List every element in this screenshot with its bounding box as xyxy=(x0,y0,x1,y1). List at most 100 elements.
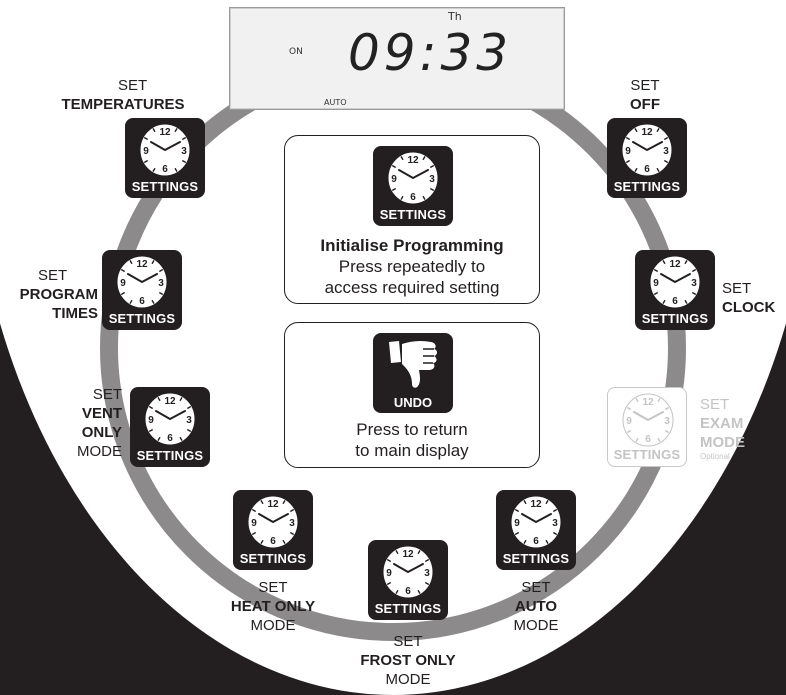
svg-text:3: 3 xyxy=(289,518,295,529)
label-clock: SET CLOCK xyxy=(722,279,784,317)
day-indicator: Th xyxy=(448,10,462,23)
svg-text:3: 3 xyxy=(186,415,192,426)
label-heat-only: SET HEAT ONLY MODE xyxy=(213,578,333,635)
init-line-1: Press repeatedly to xyxy=(338,257,486,276)
svg-text:6: 6 xyxy=(410,192,416,203)
label-suffix: MODE xyxy=(250,617,296,634)
init-title: Initialise Programming xyxy=(320,236,504,255)
settings-label: SETTINGS xyxy=(108,311,176,326)
svg-text:3: 3 xyxy=(663,146,669,157)
label-suffix: MODE xyxy=(513,617,559,634)
label-name: TEMPERATURES xyxy=(61,96,185,113)
svg-text:9: 9 xyxy=(514,518,520,529)
label-name: EXAM xyxy=(700,415,744,432)
svg-text:9: 9 xyxy=(120,278,126,289)
lcd-display: Th ON 09:33 AUTO xyxy=(229,7,565,110)
label-name: MODE xyxy=(700,434,745,451)
svg-text:6: 6 xyxy=(533,536,539,547)
svg-text:12: 12 xyxy=(407,155,419,166)
svg-text:3: 3 xyxy=(429,174,435,185)
label-suffix: MODE xyxy=(385,671,431,688)
clock-icon: 12 3 6 9 xyxy=(382,545,434,599)
init-line-2: access required setting xyxy=(324,278,500,297)
svg-text:9: 9 xyxy=(625,146,631,157)
label-name: AUTO xyxy=(514,598,558,615)
svg-text:9: 9 xyxy=(626,416,632,427)
svg-text:6: 6 xyxy=(405,586,411,597)
svg-text:9: 9 xyxy=(391,174,397,185)
svg-text:3: 3 xyxy=(158,278,164,289)
svg-text:12: 12 xyxy=(402,549,414,560)
svg-text:6: 6 xyxy=(139,296,145,307)
undo-line-1: Press to return xyxy=(356,420,468,439)
clock-time: 09:33 xyxy=(348,24,513,82)
svg-text:12: 12 xyxy=(267,499,279,510)
svg-text:12: 12 xyxy=(159,127,171,138)
label-set: SET xyxy=(258,579,288,596)
svg-text:12: 12 xyxy=(164,396,176,407)
svg-text:6: 6 xyxy=(645,434,651,445)
svg-text:6: 6 xyxy=(162,164,168,175)
clock-icon: 12 3 6 9 xyxy=(116,255,168,309)
svg-text:6: 6 xyxy=(644,164,650,175)
label-name: FROST ONLY xyxy=(360,652,456,669)
svg-text:3: 3 xyxy=(691,278,697,289)
settings-label: SETTINGS xyxy=(641,311,709,326)
undo-button[interactable]: UNDO xyxy=(373,333,453,413)
label-name: TIMES xyxy=(52,305,98,322)
label-set: SET xyxy=(521,579,551,596)
svg-text:12: 12 xyxy=(669,259,681,270)
mode-indicator: AUTO xyxy=(324,98,347,107)
label-name: HEAT ONLY xyxy=(230,598,316,615)
label-off: SET OFF xyxy=(615,76,675,114)
settings-label: SETTINGS xyxy=(502,551,570,566)
label-exam-mode: SET EXAM MODE Optional xyxy=(700,395,780,462)
clock-icon: 12 3 6 9 xyxy=(387,151,439,205)
settings-label: SETTINGS xyxy=(613,179,681,194)
svg-text:12: 12 xyxy=(642,397,654,408)
label-set: SET xyxy=(722,280,752,297)
undo-panel: UNDO Press to return to main display xyxy=(284,322,540,468)
undo-label: UNDO xyxy=(393,395,433,410)
svg-text:9: 9 xyxy=(143,146,149,157)
label-set: SET xyxy=(700,396,730,413)
settings-label: SETTINGS xyxy=(239,551,307,566)
label-set: SET xyxy=(118,77,148,94)
svg-text:12: 12 xyxy=(641,127,653,138)
label-set: SET xyxy=(92,386,122,403)
svg-text:6: 6 xyxy=(270,536,276,547)
thumbs-down-icon xyxy=(389,340,437,388)
label-set: SET xyxy=(38,267,68,284)
label-note: Optional xyxy=(700,452,730,461)
label-name: PROGRAM xyxy=(19,286,98,303)
label-name: VENT xyxy=(81,405,122,422)
label-frost-only: SET FROST ONLY MODE xyxy=(343,632,473,689)
svg-text:12: 12 xyxy=(136,259,148,270)
label-vent-only: SET VENT ONLY MODE xyxy=(62,385,122,461)
label-name: ONLY xyxy=(81,424,122,441)
settings-label: SETTINGS xyxy=(131,179,199,194)
svg-text:6: 6 xyxy=(167,433,173,444)
svg-text:9: 9 xyxy=(251,518,257,529)
svg-text:3: 3 xyxy=(424,568,430,579)
clock-icon: 12 3 6 9 xyxy=(247,495,299,549)
clock-icon: 12 3 6 9 xyxy=(621,123,673,177)
label-set: SET xyxy=(630,77,660,94)
on-indicator: ON xyxy=(289,47,303,57)
svg-text:9: 9 xyxy=(386,568,392,579)
